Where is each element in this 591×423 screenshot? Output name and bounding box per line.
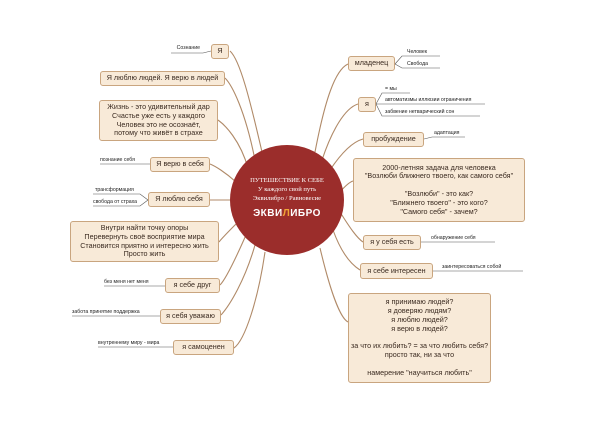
leaf-without-me: без меня нет меня [104, 279, 149, 285]
leaf-inner-world-peace: внутреннему миру - мира [98, 340, 160, 346]
topic-interesting-to-self[interactable]: я себе интересен [360, 263, 433, 279]
leaf-freedom: Свобода [407, 61, 428, 67]
link [339, 211, 364, 243]
link [224, 77, 256, 161]
topic-friend-to-self[interactable]: я себе друг [165, 278, 220, 293]
link [332, 229, 361, 271]
equilibro-logo: ЭКВИЛИБРО [253, 208, 321, 219]
center-title: ПУТЕШЕСТВИЕ К СЕБЕ [250, 177, 324, 184]
leaf-care-acceptance: забота принятие поддержка [72, 309, 140, 315]
topic-inner-support[interactable]: Внутри найти точку опоры Перевернуть сво… [70, 221, 219, 262]
topic-believe-self[interactable]: Я верю в себя [150, 157, 210, 172]
center-subtitle-2: Эквилибро / Равновесие [252, 195, 322, 202]
leaf-adaptation: адаптация [434, 130, 460, 136]
leaf-link [93, 193, 149, 201]
leaf-awareness: Сознание [176, 45, 200, 51]
leaf-take-interest: заинтересоваться собой [442, 264, 502, 270]
topic-awakening[interactable]: пробуждение [363, 132, 424, 147]
leaf-self-knowledge: познание себя [100, 157, 135, 163]
topic-self-respect[interactable]: я себя уважаю [160, 309, 221, 324]
link [218, 221, 239, 243]
link [219, 234, 247, 286]
link [233, 251, 266, 349]
link [319, 247, 349, 323]
leaf-link [375, 103, 480, 117]
leaf-freedom-from-fear: свобода от страха [93, 199, 138, 205]
center-subtitle: У каждого свой путь [257, 186, 317, 193]
topic-2000-year-task[interactable]: 2000-летняя задача для человека "Возлюби… [353, 158, 525, 222]
leaf-link [171, 50, 212, 54]
leaf-link [394, 55, 440, 65]
leaf-automatisms: автоматизмы иллюзии ограничения [385, 97, 472, 103]
topic-love-people[interactable]: Я люблю людей. Я верю в людей [100, 71, 225, 86]
leaf-equals-we: = мы [385, 86, 397, 92]
topic-ya-left[interactable]: Я [211, 44, 229, 59]
leaf-link [93, 199, 149, 207]
topic-have-self[interactable]: я у себя есть [363, 235, 421, 250]
leaf-human: Человек [407, 49, 427, 55]
link [217, 119, 249, 169]
leaf-link [375, 92, 410, 105]
topic-self-worth[interactable]: я самоценен [173, 340, 234, 355]
link [314, 63, 349, 153]
leaf-link [423, 136, 465, 140]
topic-love-self[interactable]: Я люблю себя [148, 192, 210, 207]
leaf-transformation: трансформация [95, 187, 134, 193]
topic-ya-right[interactable]: я [358, 97, 376, 112]
topic-life-gift[interactable]: Жизнь - это удивительный дар Счастье уже… [99, 100, 218, 141]
topic-infant[interactable]: младенец [348, 56, 395, 71]
central-topic[interactable]: ПУТЕШЕСТВИЕ К СЕБЕ У каждого свой путь Э… [230, 145, 344, 255]
link [229, 50, 263, 153]
leaf-link [394, 63, 440, 69]
leaf-discovering-self: обнаружение себя [431, 235, 476, 241]
topic-accept-people[interactable]: я принимаю людей? я доверяю людям? я люб… [348, 293, 491, 383]
link [220, 244, 256, 316]
leaf-oblivion: забвение нетварический сон [385, 109, 455, 115]
link [321, 103, 359, 161]
